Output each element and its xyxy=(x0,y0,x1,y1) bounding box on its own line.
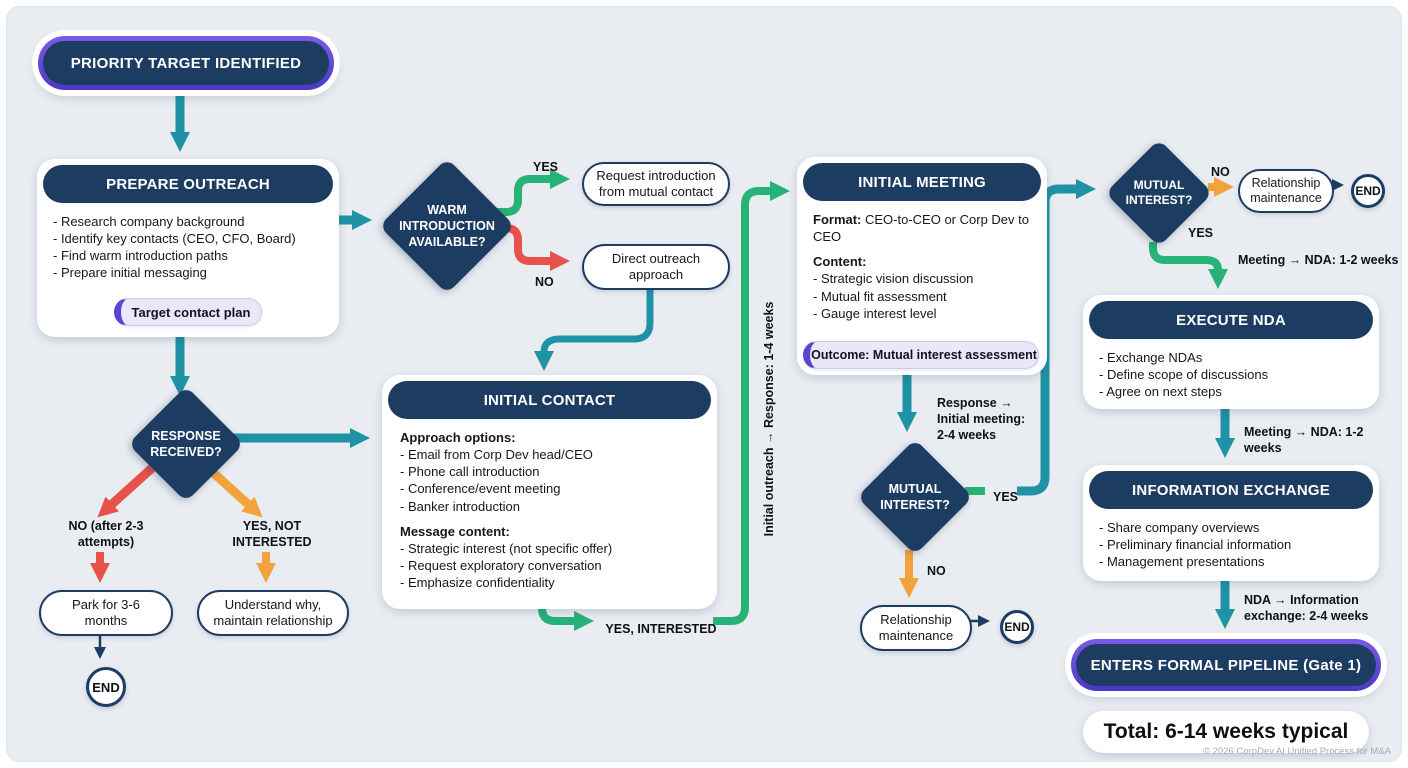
prepare-outreach-title: PREPARE OUTREACH xyxy=(43,165,333,203)
list-item: - Banker introduction xyxy=(400,498,520,514)
mid-mutual-interest-question: MUTUAL INTEREST? xyxy=(880,482,950,512)
initial-contact-title: INITIAL CONTACT xyxy=(388,381,711,419)
initial-contact-body: Approach options: - Email from Corp Dev … xyxy=(400,429,709,591)
prepare-outreach-card: PREPARE OUTREACH - Research company back… xyxy=(37,159,339,337)
list-item: - Exchange NDAs xyxy=(1099,350,1203,365)
execute-nda-title: EXECUTE NDA xyxy=(1089,301,1373,339)
list-item: - Phone call introduction xyxy=(400,464,540,480)
total-duration-node: Total: 6-14 weeks typical xyxy=(1083,711,1369,753)
end-node-left: END xyxy=(86,667,126,707)
outreach-response-timing-label: Initial outreach → Response: 1-4 weeks xyxy=(762,301,776,537)
response-yes-not-label: YES, NOT INTERESTED xyxy=(232,519,312,549)
warm-yes-label: YES xyxy=(533,160,559,174)
end-node-mid: END xyxy=(1000,610,1034,644)
yes-interested-label: YES, INTERESTED xyxy=(605,622,717,636)
pipeline-gate-node: ENTERS FORMAL PIPELINE (Gate 1) xyxy=(1071,639,1381,691)
list-item: - Request exploratory conversation xyxy=(400,558,602,574)
list-item: - Find warm introduction paths xyxy=(53,248,228,264)
list-item: - Share company overviews xyxy=(1099,520,1260,535)
understand-why-node: Understand why, maintain relationship xyxy=(197,590,349,636)
execute-nda-list: - Exchange NDAs - Define scope of discus… xyxy=(1099,349,1371,400)
list-item: - Prepare initial messaging xyxy=(53,265,207,281)
execute-nda-card: EXECUTE NDA - Exchange NDAs - Define sco… xyxy=(1083,295,1379,409)
list-item: - Mutual fit assessment xyxy=(813,288,947,304)
warm-no-label: NO xyxy=(535,275,554,289)
list-item: - Identify key contacts (CEO, CFO, Board… xyxy=(53,231,296,247)
park-node: Park for 3-6 months xyxy=(39,590,173,636)
direct-outreach-node: Direct outreach approach xyxy=(582,244,730,290)
format-label: Format: xyxy=(813,212,862,227)
meeting-nda-timing-label-top: Meeting → NDA: 1-2 weeks xyxy=(1238,253,1399,267)
warm-intro-question: WARM INTRODUCTION AVAILABLE? xyxy=(399,203,495,249)
copyright-text: © 2026 CorpDev.AI Unified Process for M&… xyxy=(1203,746,1391,757)
section-header: Approach options: xyxy=(400,430,516,445)
list-item: - Strategic vision discussion xyxy=(813,271,974,287)
target-contact-plan-badge: Target contact plan xyxy=(114,298,262,326)
flowchart-canvas: PRIORITY TARGET IDENTIFIED PREPARE OUTRE… xyxy=(6,6,1402,762)
relationship-maintenance-node-mid: Relationship maintenance xyxy=(860,605,972,651)
request-intro-node: Request introduction from mutual contact xyxy=(582,162,730,206)
list-item: - Agree on next steps xyxy=(1099,384,1222,400)
mid-yes-label: YES xyxy=(993,490,1019,504)
initial-contact-card: INITIAL CONTACT Approach options: - Emai… xyxy=(382,375,717,609)
meeting-nda-timing-label-mid: Meeting → NDA: 1-2 weeks xyxy=(1244,425,1364,455)
section-header: Message content: xyxy=(400,523,510,539)
list-item: - Emphasize confidentiality xyxy=(400,575,555,591)
info-exchange-list: - Share company overviews - Preliminary … xyxy=(1099,519,1371,570)
end-node-top: END xyxy=(1351,174,1385,208)
list-item: - Management presentations xyxy=(1099,554,1265,570)
format-value: CEO-to-CEO or Corp Dev to CEO xyxy=(813,212,1029,245)
prepare-outreach-list: - Research company background - Identify… xyxy=(53,213,333,282)
list-item: - Preliminary financial information xyxy=(1099,537,1292,553)
outcome-badge: Outcome: Mutual interest assessment xyxy=(803,341,1039,369)
start-node: PRIORITY TARGET IDENTIFIED xyxy=(38,36,334,90)
response-received-question: RESPONSE RECEIVED? xyxy=(150,429,222,459)
info-exchange-card: INFORMATION EXCHANGE - Share company ove… xyxy=(1083,465,1379,581)
nda-info-timing-label: NDA → Information exchange: 2-4 weeks xyxy=(1244,593,1369,623)
list-item: - Define scope of discussions xyxy=(1099,367,1269,383)
top-no-label: NO xyxy=(1211,165,1230,179)
mid-no-label: NO xyxy=(927,564,946,578)
list-item: - Research company background xyxy=(53,214,245,229)
info-exchange-title: INFORMATION EXCHANGE xyxy=(1089,471,1373,509)
list-item: - Email from Corp Dev head/CEO xyxy=(400,447,593,463)
list-item: - Strategic interest (not specific offer… xyxy=(400,540,613,556)
pipeline-gate-label: ENTERS FORMAL PIPELINE (Gate 1) xyxy=(1076,644,1376,686)
top-mutual-interest-question: MUTUAL INTEREST? xyxy=(1125,177,1193,207)
content-label: Content: xyxy=(813,254,867,270)
top-yes-label: YES xyxy=(1188,226,1214,240)
list-item: - Conference/event meeting xyxy=(400,481,561,497)
list-item: - Gauge interest level xyxy=(813,305,937,321)
initial-meeting-card: INITIAL MEETING Format: CEO-to-CEO or Co… xyxy=(797,157,1047,375)
start-node-label: PRIORITY TARGET IDENTIFIED xyxy=(43,41,329,85)
response-no-label: NO (after 2-3 attempts) xyxy=(68,519,144,549)
initial-meeting-title: INITIAL MEETING xyxy=(803,163,1041,201)
initial-meeting-body: Format: CEO-to-CEO or Corp Dev to CEO Co… xyxy=(813,211,1035,322)
relationship-maintenance-node-top: Relationship maintenance xyxy=(1238,169,1334,213)
response-meeting-timing-label: Response → Initial meeting: 2-4 weeks xyxy=(937,396,1026,442)
